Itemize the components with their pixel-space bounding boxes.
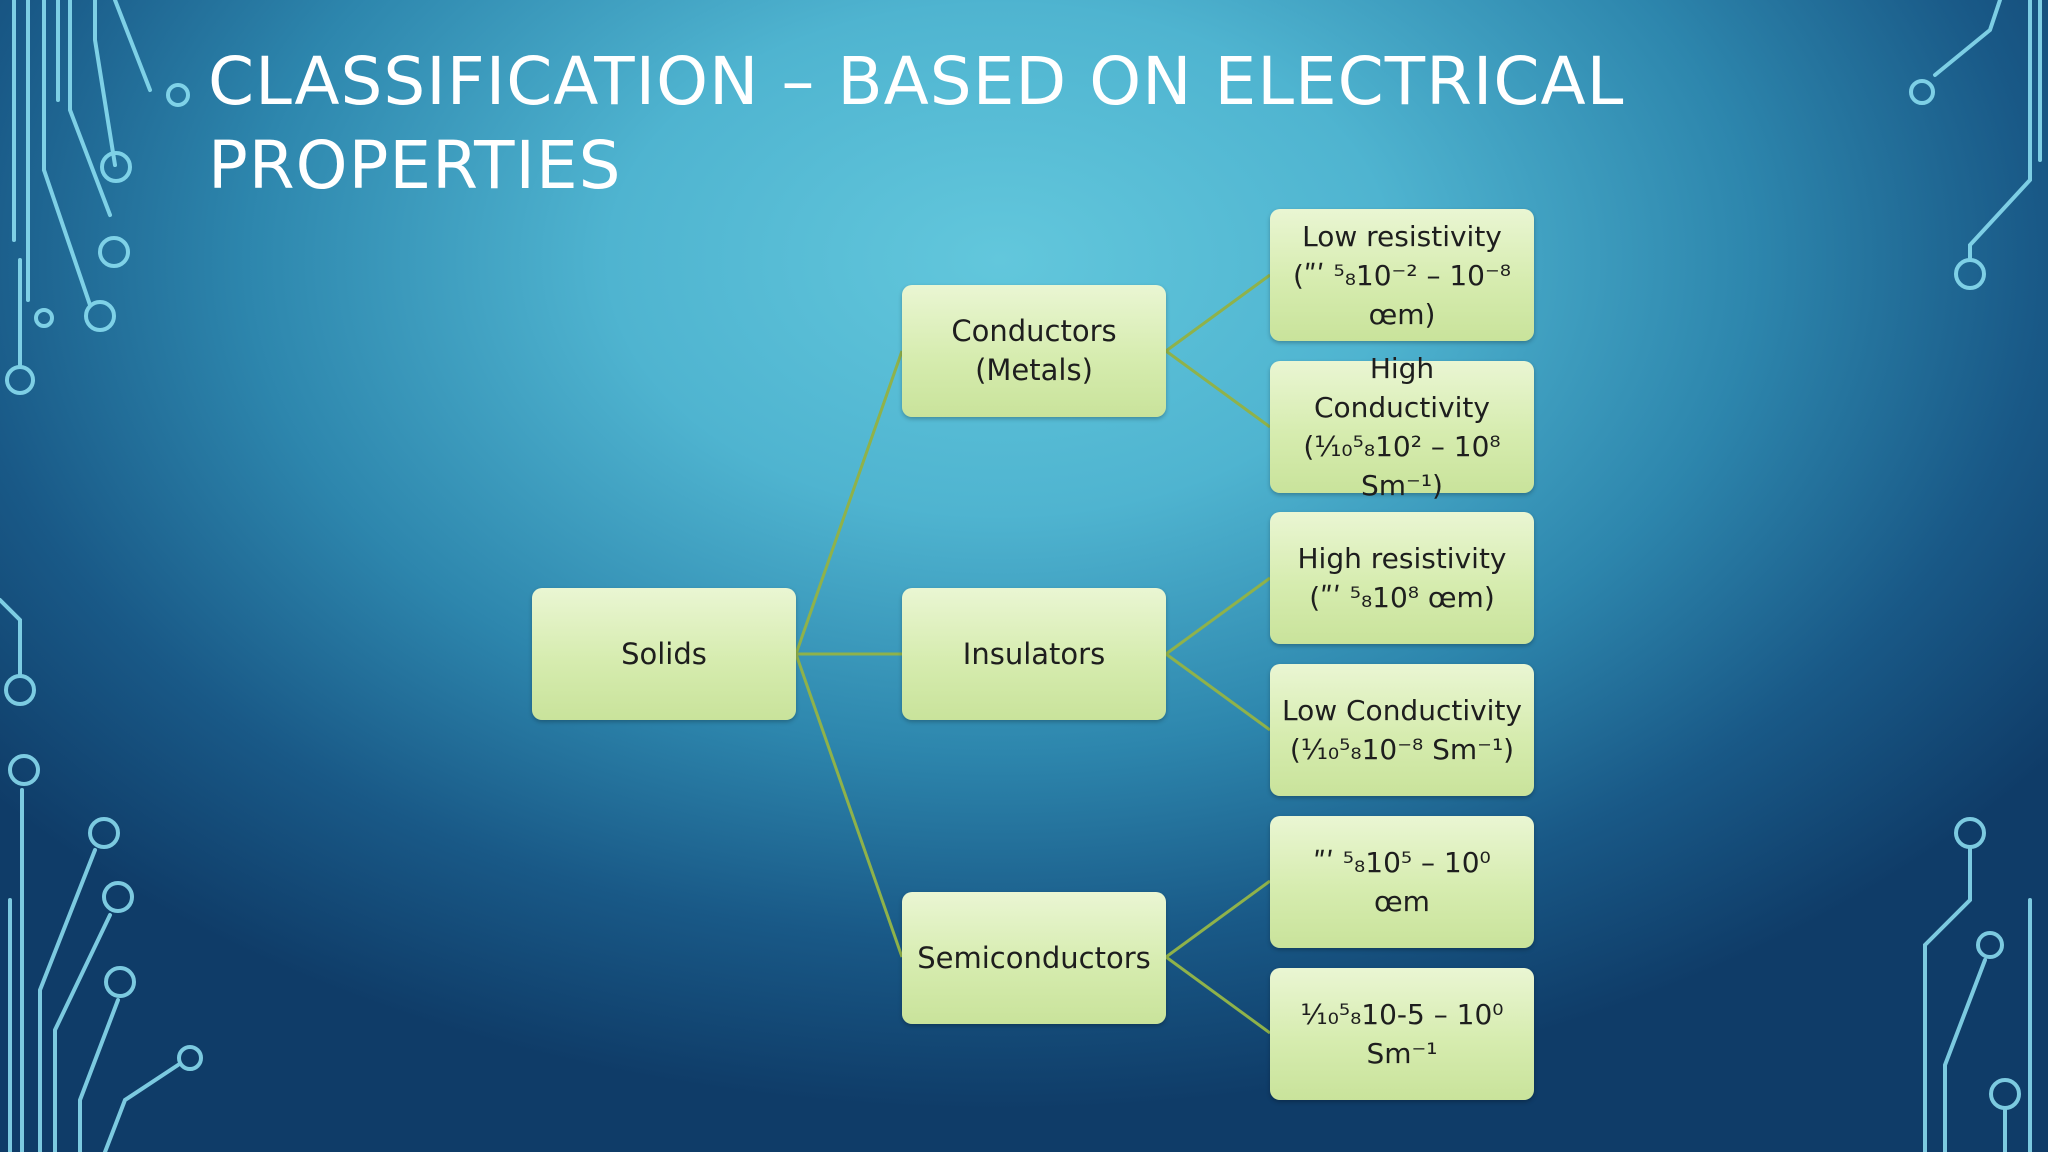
connector-conductors-low-resistivity — [1165, 273, 1271, 353]
node-solids: Solids — [532, 588, 796, 720]
slide-title-line-2: PROPERTIES — [208, 127, 622, 204]
node-conductors-high-conductivity: High Conductivity (¹⁄₁₀⁵₈10² – 10⁸ Sm⁻¹) — [1270, 352, 1534, 502]
node-semiconductors-resistivity: ʺʹ ⁵₈10⁵ – 10⁰ œm — [1270, 816, 1534, 948]
node-semiconductors-conductivity: ¹⁄₁₀⁵₈10-5 – 10⁰ Sm⁻¹ — [1270, 968, 1534, 1100]
connector-semiconductors-conductivity — [1165, 955, 1271, 1035]
node-semiconductors: Semiconductors — [902, 892, 1166, 1024]
node-insulators-high-resistivity: High resistivity (ʺʹ ⁵₈10⁸ œm) — [1270, 512, 1534, 644]
connector-conductors-high-conductivity — [1165, 349, 1271, 429]
connector-solids-semiconductors — [794, 653, 904, 958]
connector-insulators-low-conductivity — [1165, 652, 1271, 732]
node-insulators: Insulators — [902, 588, 1166, 720]
connector-semiconductors-resistivity — [1165, 879, 1271, 959]
slide-title-line-1: CLASSIFICATION – BASED ON ELECTRICAL — [208, 43, 1625, 120]
node-conductors: Conductors (Metals) — [902, 285, 1166, 417]
connector-solids-conductors — [794, 350, 904, 655]
slide-title: CLASSIFICATION – BASED ON ELECTRICAL PRO… — [208, 40, 1808, 208]
connector-insulators-high-resistivity — [1165, 576, 1271, 656]
node-conductors-low-resistivity: Low resistivity (ʺʹ ⁵₈10⁻² – 10⁻⁸ œm) — [1270, 209, 1534, 341]
node-insulators-low-conductivity: Low Conductivity (¹⁄₁₀⁵₈10⁻⁸ Sm⁻¹) — [1270, 664, 1534, 796]
